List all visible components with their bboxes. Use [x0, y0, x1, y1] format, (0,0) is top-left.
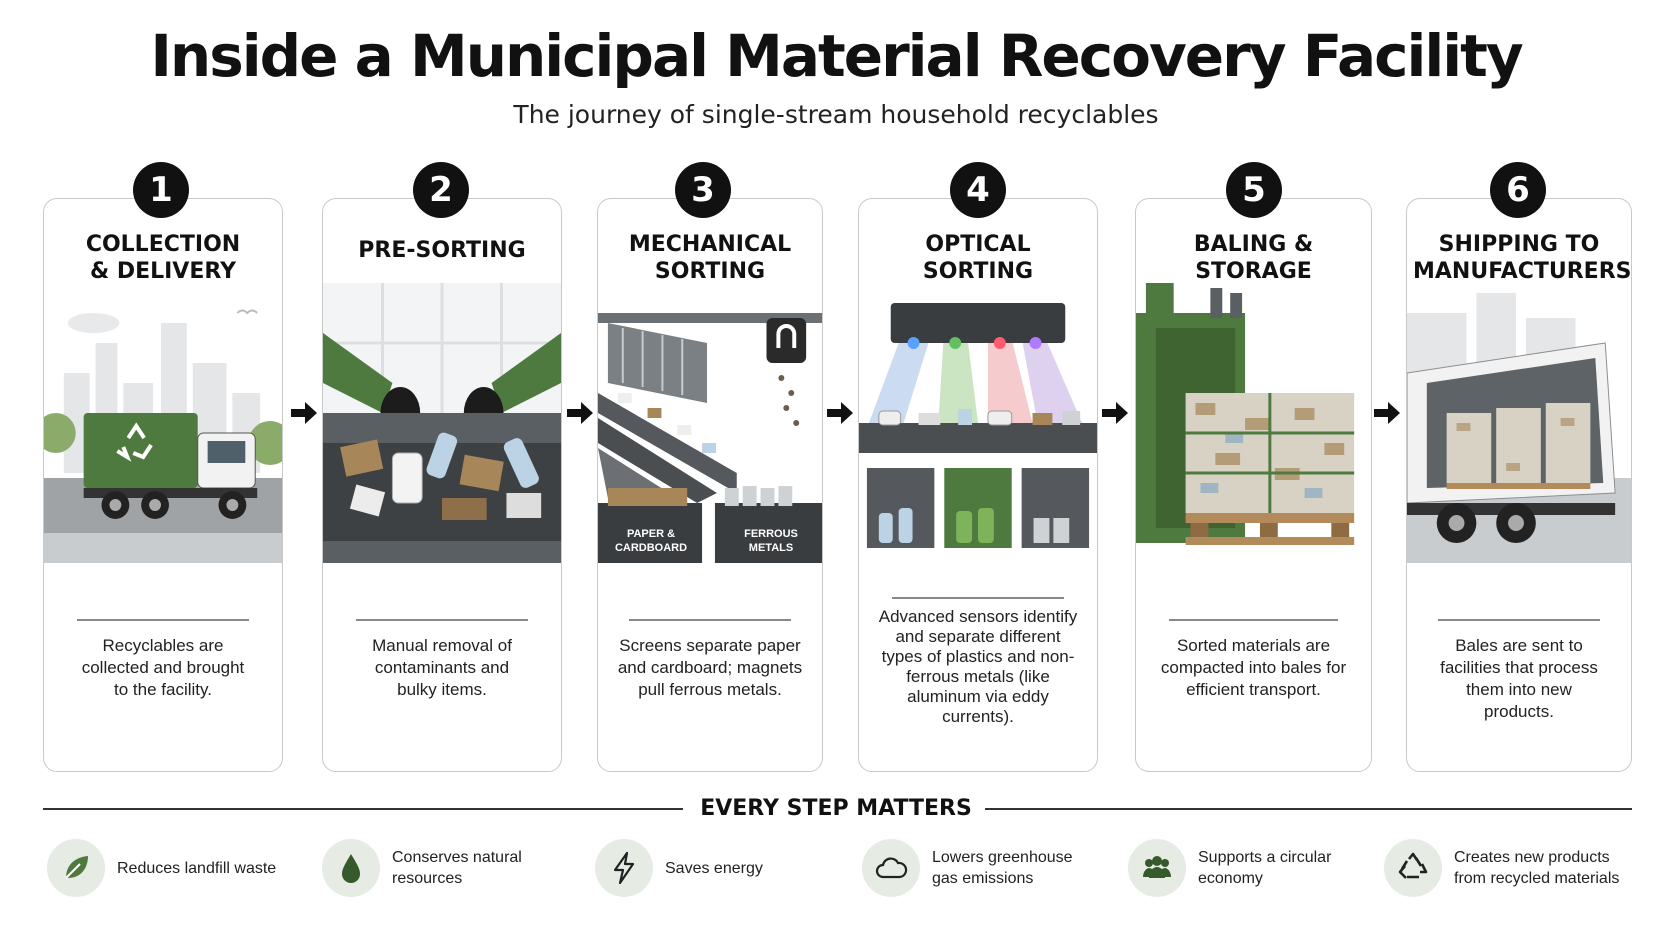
- step-4-divider: [892, 597, 1064, 599]
- flow-arrow-3: [825, 400, 855, 426]
- benefit-conserves-resources: Conserves natural resources: [322, 838, 562, 898]
- step-6-badge: 6: [1490, 162, 1546, 218]
- step-5-title: BALING & STORAGE: [1193, 232, 1314, 284]
- benefit-text-4: Lowers greenhouse gas emissions: [932, 849, 1073, 887]
- step-3-title: MECHANICAL SORTING: [628, 232, 792, 284]
- benefit-lowers-emissions: Lowers greenhouse gas emissions: [862, 838, 1102, 898]
- step-2-badge: 2: [413, 162, 469, 218]
- bin-label-paper-cardboard: PAPER & CARDBOARD: [614, 528, 688, 554]
- page-subtitle: The journey of single-stream household r…: [513, 100, 1159, 129]
- step-6-divider: [1438, 619, 1600, 621]
- step-5-divider: [1168, 619, 1339, 621]
- step-2-divider: [356, 619, 528, 621]
- step-2-description: Manual removal of contaminants and bulky…: [372, 636, 512, 699]
- step-card-baling-storage: BALING & STORAGE Sorted materia: [1135, 198, 1372, 772]
- matters-title: EVERY STEP MATTERS: [700, 796, 972, 821]
- step-6-description: Bales are sent to facilities that proces…: [1440, 636, 1598, 721]
- benefit-creates-new-products: Creates new products from recycled mater…: [1384, 838, 1624, 898]
- step-5-illustration: [1136, 283, 1371, 563]
- benefit-text-5: Supports a circular economy: [1198, 849, 1332, 887]
- step-card-pre-sorting: PRE-SORTING Manual removal of: [322, 198, 562, 772]
- flow-arrow-4: [1100, 400, 1130, 426]
- step-1-illustration: [44, 283, 282, 563]
- step-4-badge: 4: [950, 162, 1006, 218]
- step-card-collection: COLLECTION & DELIVERY Recyclables are co: [43, 198, 283, 772]
- matters-line-right: [985, 808, 1632, 810]
- step-1-title: COLLECTION & DELIVERY: [85, 232, 241, 284]
- recycle-icon: [1384, 839, 1442, 897]
- step-6-illustration: [1407, 283, 1631, 563]
- flow-arrow-2: [565, 400, 595, 426]
- benefit-text-3: Saves energy: [665, 859, 763, 877]
- flow-arrow-5: [1372, 400, 1402, 426]
- step-4-description: Advanced sensors identify and separate d…: [878, 607, 1078, 726]
- step-1-description: Recyclables are collected and brought to…: [81, 636, 245, 699]
- step-2-title: PRE-SORTING: [358, 238, 526, 263]
- step-5-badge: 5: [1226, 162, 1282, 218]
- step-4-title: OPTICAL SORTING: [922, 232, 1034, 284]
- benefit-text-6: Creates new products from recycled mater…: [1454, 849, 1620, 887]
- page-title: Inside a Municipal Material Recovery Fac…: [150, 22, 1523, 90]
- benefit-text-1: Reduces landfill waste: [117, 859, 277, 877]
- step-5-description: Sorted materials are compacted into bale…: [1160, 636, 1347, 699]
- water-drop-icon: [322, 839, 380, 897]
- people-icon: [1128, 839, 1186, 897]
- lightning-icon: [595, 839, 653, 897]
- matters-line-left: [43, 808, 683, 810]
- leaf-icon: [47, 839, 105, 897]
- step-card-optical-sorting: OPTICAL SORTING: [858, 198, 1098, 772]
- step-3-divider: [629, 619, 791, 621]
- benefit-saves-energy: Saves energy: [595, 838, 835, 898]
- step-6-title: SHIPPING TO MANUFACTURERS: [1413, 232, 1632, 284]
- flow-arrow-1: [289, 400, 319, 426]
- step-1-badge: 1: [133, 162, 189, 218]
- step-3-badge: 3: [675, 162, 731, 218]
- cloud-icon: [862, 839, 920, 897]
- step-4-illustration: [859, 283, 1097, 563]
- step-3-illustration: [598, 283, 822, 563]
- benefit-circular-economy: Supports a circular economy: [1128, 838, 1368, 898]
- step-1-divider: [77, 619, 249, 621]
- step-card-mechanical-sorting: MECHANICAL SORTING PAPER & CARDBOARD FER…: [597, 198, 823, 772]
- bin-label-ferrous-metals: FERROUS METALS: [744, 528, 798, 554]
- benefit-text-2: Conserves natural resources: [392, 849, 522, 887]
- benefit-reduces-landfill: Reduces landfill waste: [47, 838, 287, 898]
- step-3-description: Screens separate paper and cardboard; ma…: [617, 636, 803, 699]
- step-card-shipping: SHIPPING TO MANUFACTURERS Bales are sent…: [1406, 198, 1632, 772]
- step-2-illustration: [323, 283, 561, 563]
